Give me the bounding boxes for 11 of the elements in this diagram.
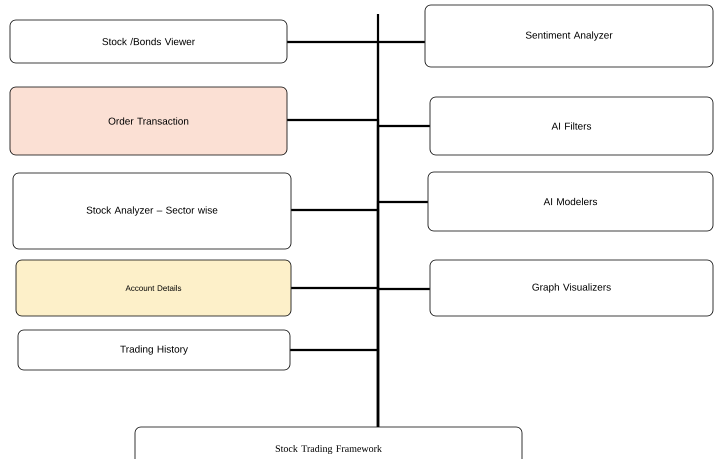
module-box: Sentiment Analyzer — [424, 4, 714, 68]
module-box: AI Modelers — [428, 172, 714, 232]
module-box: Trading History — [18, 330, 290, 370]
connector-line — [290, 348, 380, 427]
module-box: Stock /Bonds Viewer — [10, 20, 288, 64]
module-box: Order Transaction — [10, 86, 288, 156]
framework-box: Stock Trading Framework — [134, 426, 522, 459]
module-box: Graph Visualizers — [430, 260, 714, 316]
module-box: AI Filters — [430, 96, 714, 156]
module-box: Stock Analyzer – Sector wise — [12, 172, 292, 250]
module-box: Account Details — [16, 260, 292, 316]
